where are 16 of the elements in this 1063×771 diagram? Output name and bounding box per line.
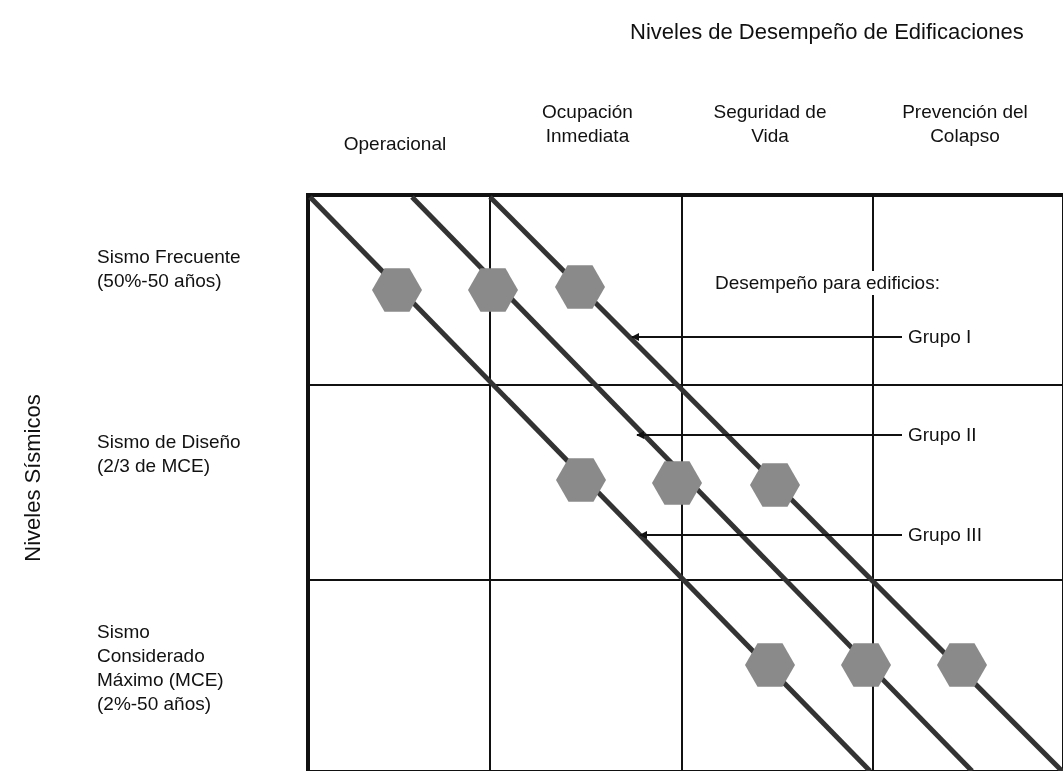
column-header: Prevención del Colapso (901, 100, 1029, 148)
column-header: Operacional (342, 132, 448, 156)
column-header: Ocupación Inmediata (541, 100, 634, 148)
row-header: Sismo de Diseño (2/3 de MCE) (97, 430, 242, 478)
column-header: Seguridad de Vida (712, 100, 828, 148)
axis-title: Niveles Sísmicos (21, 393, 45, 564)
leader-arrow (639, 531, 903, 539)
chart-title: Niveles de Desempeño de Edificaciones (629, 20, 1024, 44)
group-label: Grupo II (908, 423, 977, 447)
group-label: Grupo III (908, 523, 982, 547)
legend-heading: Desempeño para edificios: (715, 271, 940, 295)
leader-arrow (636, 431, 903, 439)
row-header: Sismo Frecuente (50%-50 años) (97, 245, 242, 293)
leader-arrow (631, 333, 903, 341)
group-label: Grupo I (908, 325, 972, 349)
row-header: Sismo Considerado Máximo (MCE) (2%-50 años) (97, 620, 225, 716)
